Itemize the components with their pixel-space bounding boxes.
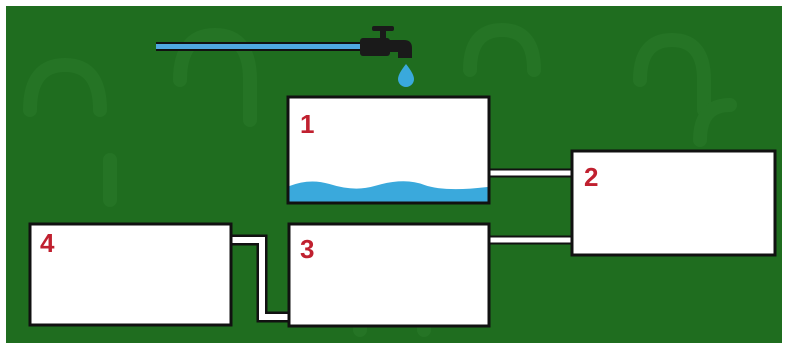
tank-water xyxy=(289,181,488,202)
water-drop-icon xyxy=(398,64,414,87)
pipe-4-to-3 xyxy=(231,237,289,320)
tank-label: 1 xyxy=(300,109,314,139)
tank-label: 2 xyxy=(584,162,598,192)
faucet-icon[interactable] xyxy=(156,26,412,58)
tanks: 1 2 3 4 xyxy=(28,95,777,328)
tank-label: 3 xyxy=(300,234,314,264)
tank-3[interactable]: 3 xyxy=(287,222,491,328)
pipes xyxy=(231,168,572,323)
tank-body xyxy=(570,149,777,257)
tank-body xyxy=(287,222,491,328)
tank-body xyxy=(28,222,233,327)
tank-2[interactable]: 2 xyxy=(570,149,777,257)
tank-1[interactable]: 1 xyxy=(286,95,491,205)
tank-label: 4 xyxy=(40,228,55,258)
tank-4[interactable]: 4 xyxy=(28,222,233,327)
